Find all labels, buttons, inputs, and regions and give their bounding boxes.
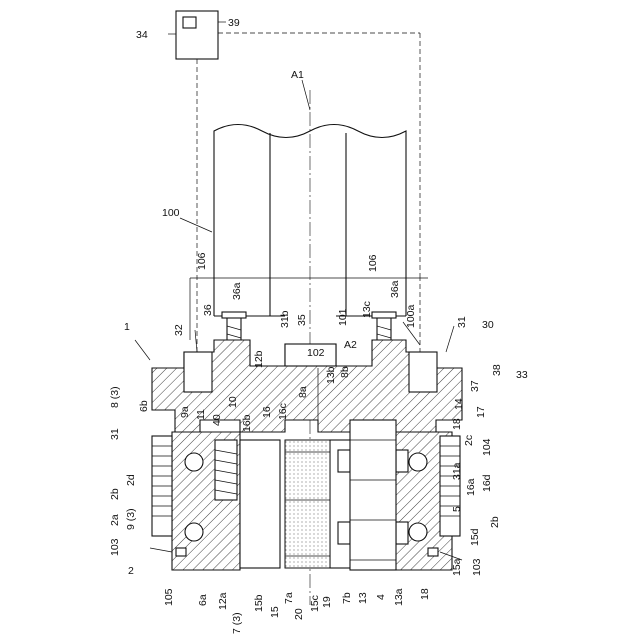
label-6b: 6b: [138, 400, 150, 412]
label-33: 33: [516, 369, 528, 381]
label-10: 10: [227, 396, 239, 408]
label-17: 17: [475, 406, 487, 418]
label-2c: 2c: [463, 435, 475, 446]
label-39: 39: [228, 17, 240, 29]
label-103-right: 103: [471, 558, 483, 576]
label-15d: 15d: [469, 528, 481, 546]
label-2b-right: 2b: [489, 516, 501, 528]
label-102: 102: [307, 347, 325, 359]
label-9-3: 9 (3): [125, 508, 137, 530]
label-15b: 15b: [253, 594, 265, 612]
label-31-left: 31: [109, 428, 121, 440]
label-34: 34: [136, 29, 148, 41]
controller-box: [176, 11, 218, 59]
label-16a: 16a: [465, 478, 477, 496]
label-4: 4: [375, 594, 387, 600]
label-7b: 7b: [341, 592, 353, 604]
reducer-body: [172, 432, 452, 570]
label-15: 15: [269, 606, 281, 618]
label-37: 37: [469, 380, 481, 392]
label-32: 32: [173, 324, 185, 336]
label-104: 104: [481, 438, 493, 456]
label-7-3: 7 (3): [231, 612, 243, 634]
label-5: 5: [451, 506, 463, 512]
label-8a: 8a: [297, 386, 309, 398]
label-9a: 9a: [179, 406, 191, 418]
label-8-3: 8 (3): [109, 386, 121, 408]
label-2a: 2a: [109, 514, 121, 526]
label-31a: 31a: [451, 462, 463, 480]
label-A1: A1: [291, 69, 304, 81]
label-2: 2: [128, 565, 134, 577]
label-16c: 16c: [277, 403, 289, 420]
label-36a-right: 36a: [389, 280, 401, 298]
label-12b: 12b: [253, 350, 265, 368]
label-105: 105: [163, 588, 175, 606]
label-15c: 15c: [309, 595, 321, 612]
label-100: 100: [162, 207, 180, 219]
arm-member-100: [190, 125, 428, 341]
label-16: 16: [261, 406, 273, 418]
label-A2: A2: [344, 339, 357, 351]
label-2d: 2d: [125, 474, 137, 486]
label-16b: 16b: [241, 414, 253, 432]
label-13a: 13a: [393, 588, 405, 606]
label-16d: 16d: [481, 474, 493, 492]
label-30: 30: [482, 319, 494, 331]
label-14: 14: [453, 398, 465, 410]
label-20: 20: [293, 608, 305, 620]
label-18-upper: 18: [451, 418, 463, 430]
label-36: 36: [202, 304, 214, 316]
label-7a: 7a: [283, 592, 295, 604]
label-106-right: 106: [367, 254, 379, 272]
label-19: 19: [321, 596, 333, 608]
label-106-left: 106: [196, 252, 208, 270]
label-12a: 12a: [217, 592, 229, 610]
label-2b: 2b: [109, 488, 121, 500]
label-35: 35: [296, 314, 308, 326]
label-103-left: 103: [109, 538, 121, 556]
label-40: 40: [211, 414, 223, 426]
label-36a-left: 36a: [231, 282, 243, 300]
label-100a: 100a: [405, 304, 417, 328]
label-18-lower: 18: [419, 588, 431, 600]
label-31b: 31b: [279, 310, 291, 328]
bolt-12b: [215, 440, 237, 500]
label-13: 13: [357, 592, 369, 604]
label-6a: 6a: [197, 594, 209, 606]
crank-shaft: [350, 420, 396, 570]
label-101: 101: [337, 308, 349, 326]
label-15a: 15a: [451, 558, 463, 576]
label-8b: 8b: [339, 366, 351, 378]
label-13b: 13b: [325, 366, 337, 384]
label-38: 38: [491, 364, 503, 376]
label-11: 11: [195, 409, 207, 420]
label-1: 1: [124, 321, 130, 333]
label-31-top: 31: [456, 316, 468, 328]
label-13c: 13c: [361, 301, 373, 318]
